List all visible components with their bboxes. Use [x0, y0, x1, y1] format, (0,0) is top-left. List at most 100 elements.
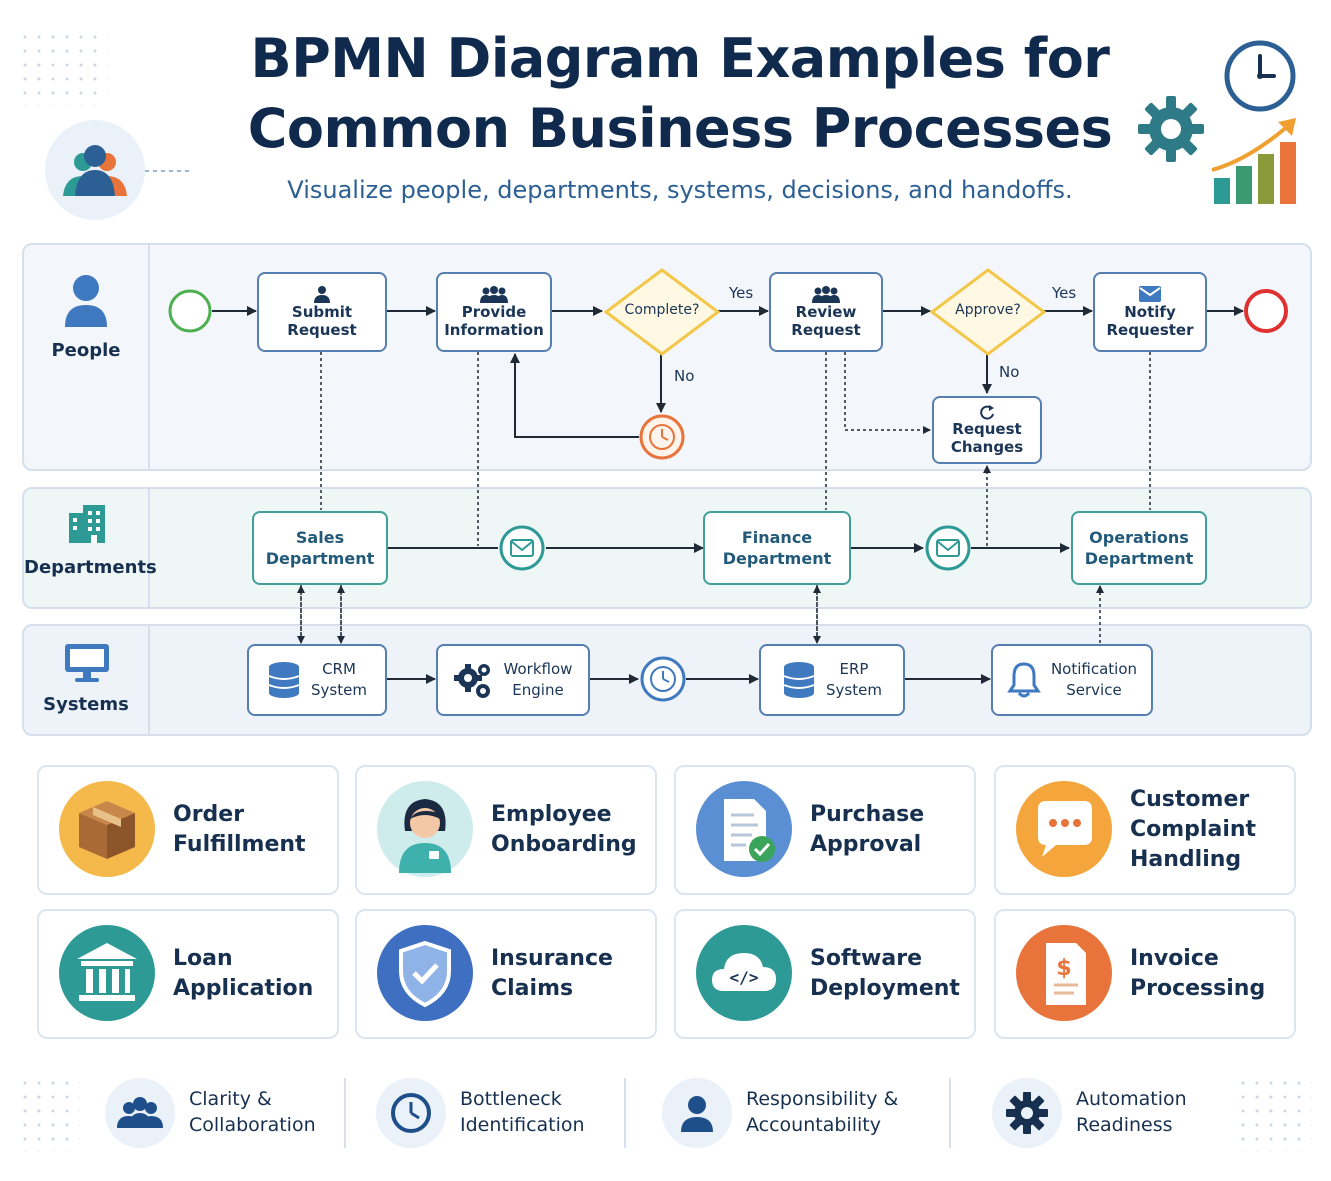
benefit-icon-badge [992, 1078, 1062, 1148]
task-provide-line2: Information [444, 321, 544, 339]
database-icon [268, 662, 300, 698]
sys-workflow-line1: Workflow [503, 660, 573, 678]
divider [624, 1078, 626, 1148]
clock-icon [391, 1093, 431, 1133]
example-icon-badge: $ [1016, 925, 1112, 1021]
example-label: Customer Complaint Handling [1130, 787, 1257, 872]
task-provide-line1: Provide [461, 303, 527, 321]
document-check-icon [724, 799, 775, 862]
example-label: Software Deployment [810, 946, 960, 1001]
example-label: Order Fulfillment [173, 802, 306, 857]
dept-sales: Sales Department [252, 511, 388, 585]
no-label-2: No [999, 363, 1020, 381]
bell-icon [1007, 662, 1041, 698]
example-icon-badge [59, 925, 155, 1021]
svg-text:</>: </> [730, 968, 759, 987]
example-label: Loan Application [173, 946, 314, 1001]
example-card-purchase-approval[interactable]: Purchase Approval [674, 765, 976, 895]
invoice-icon: $ [1046, 943, 1086, 1005]
sys-erp: ERP System [759, 644, 905, 716]
employee-icon [399, 799, 451, 873]
dot-pattern-bottom-left [18, 1076, 80, 1152]
example-card-invoice-processing[interactable]: $ Invoice Processing [994, 909, 1296, 1039]
example-card-employee-onboarding[interactable]: Employee Onboarding [355, 765, 657, 895]
example-card-customer-complaint[interactable]: Customer Complaint Handling [994, 765, 1296, 895]
lane-people-label: People [51, 340, 121, 361]
example-label: Employee Onboarding [491, 802, 637, 857]
lane-departments-label: Departments [24, 557, 157, 578]
dept-finance-line2: Department [722, 549, 832, 568]
task-provide-information: Provide Information [436, 272, 552, 352]
example-card-loan-application[interactable]: Loan Application [37, 909, 339, 1039]
team-icon [63, 145, 127, 196]
task-notify-line2: Requester [1106, 321, 1194, 339]
sys-notification-line2: Service [1066, 681, 1122, 699]
dot-pattern-bottom-right [1236, 1076, 1312, 1152]
benefit-label: Responsibility & Accountability [746, 1088, 899, 1136]
gateway-approve [930, 268, 1046, 356]
lane-systems-label: Systems [43, 694, 129, 715]
benefit-icon-badge [105, 1078, 175, 1148]
monitor-icon [65, 644, 109, 682]
envelope-icon [1139, 286, 1161, 302]
clock-icon [1224, 40, 1296, 112]
cloud-code-icon: </> [712, 953, 776, 991]
gear-icon [1006, 1092, 1048, 1134]
dept-operations-line2: Department [1084, 549, 1194, 568]
task-review-line2: Request [791, 321, 861, 339]
refresh-icon [980, 405, 994, 420]
dept-finance-line1: Finance [741, 528, 813, 547]
dept-sales-line2: Department [265, 549, 375, 568]
lane-departments-header: Departments [24, 489, 157, 607]
package-icon [79, 801, 135, 859]
group-icon [812, 286, 840, 303]
gears-icon [453, 664, 490, 698]
chat-bubble-icon [1038, 801, 1092, 857]
task-submit-line1: Submit [291, 303, 353, 321]
dept-finance: Finance Department [703, 511, 851, 585]
example-card-software-deployment[interactable]: </> Software Deployment [674, 909, 976, 1039]
task-changes-line1: Request [952, 420, 1022, 438]
example-icon-badge [1016, 781, 1112, 877]
dept-sales-line1: Sales [295, 528, 345, 547]
person-icon [65, 275, 107, 327]
flow-connectors [212, 306, 1244, 684]
divider [949, 1078, 951, 1148]
task-notify-line1: Notify [1124, 303, 1176, 321]
example-icon-badge [696, 781, 792, 877]
task-changes-line2: Changes [950, 438, 1024, 456]
sys-crm-line2: System [311, 681, 367, 699]
lane-people-header: People [24, 245, 150, 469]
sys-crm-line1: CRM [322, 660, 356, 678]
person-icon [681, 1096, 713, 1132]
example-card-order-fulfillment[interactable]: Order Fulfillment [37, 765, 339, 895]
example-label: Insurance Claims [491, 946, 613, 1001]
message-event-1 [499, 525, 545, 571]
task-review-line1: Review [795, 303, 857, 321]
start-event [168, 289, 212, 333]
task-submit-request: Submit Request [257, 272, 387, 352]
task-notify-requester: Notify Requester [1093, 272, 1207, 352]
task-request-changes: Request Changes [932, 396, 1042, 464]
example-label: Invoice Processing [1130, 946, 1266, 1001]
bank-icon [77, 943, 137, 1001]
benefit-icon-badge [376, 1078, 446, 1148]
sys-workflow-engine: Workflow Engine [436, 644, 590, 716]
no-label-1: No [674, 367, 695, 385]
sys-crm: CRM System [247, 644, 387, 716]
example-card-insurance-claims[interactable]: Insurance Claims [355, 909, 657, 1039]
title-line-2: Common Business Processes [247, 97, 1113, 160]
team-badge [45, 120, 145, 220]
sys-erp-line1: ERP [839, 660, 869, 678]
timer-event [639, 414, 685, 460]
benefit-label: Clarity & Collaboration [189, 1088, 316, 1136]
benefit-label: Automation Readiness [1076, 1088, 1187, 1136]
sys-workflow-line2: Engine [512, 681, 564, 699]
sys-notification-service: Notification Service [991, 644, 1153, 716]
gateway-complete [604, 268, 720, 356]
benefit-icon-badge [662, 1078, 732, 1148]
page-subtitle: Visualize people, departments, systems, … [287, 176, 1073, 204]
benefit-label: Bottleneck Identification [460, 1088, 585, 1136]
divider [344, 1078, 346, 1148]
